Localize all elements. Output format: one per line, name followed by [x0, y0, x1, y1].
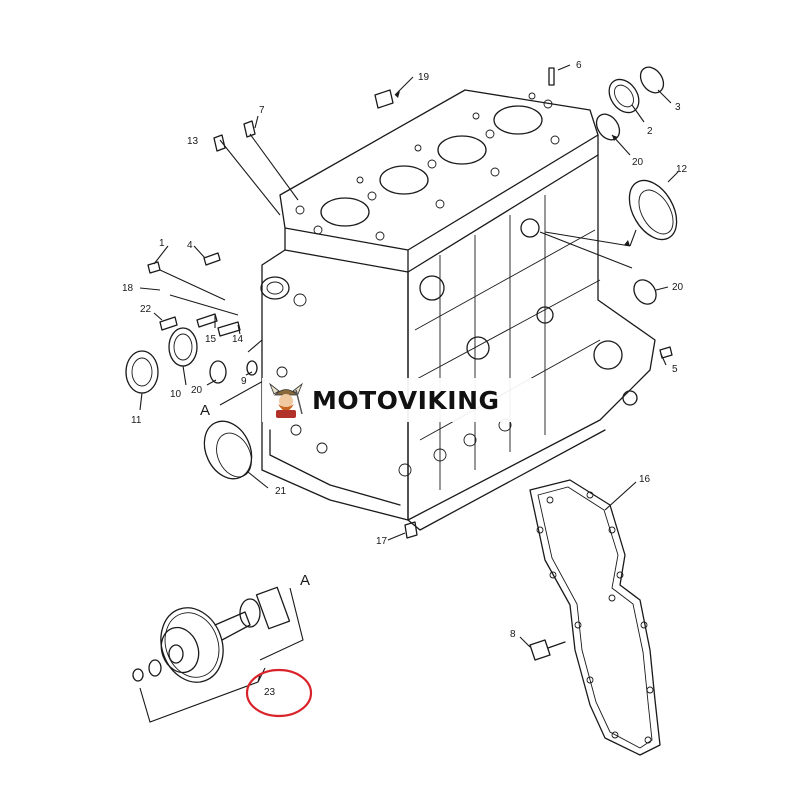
callout-3: 3	[675, 102, 681, 113]
gasket-16	[529, 479, 661, 756]
bushing-20-right	[633, 279, 657, 305]
callout-2: 2	[647, 126, 653, 137]
callout-15: 15	[205, 334, 217, 345]
callout-14: 14	[232, 334, 244, 345]
callout-11: 11	[131, 415, 142, 426]
washer-3	[639, 66, 665, 94]
callout-18: 18	[122, 283, 134, 294]
section-marker-a-upper: A	[200, 402, 210, 419]
brand-watermark: MOTOVIKING	[262, 378, 532, 422]
bushing-20-top	[595, 113, 621, 141]
stud-13	[213, 134, 226, 152]
gear-bolt	[132, 668, 144, 682]
idler-gear-23	[132, 586, 291, 683]
callout-13: 13	[187, 136, 199, 147]
callout-4: 4	[187, 240, 193, 251]
callout-8: 8	[510, 629, 516, 640]
pin-4	[203, 252, 221, 266]
callout-7: 7	[259, 105, 265, 116]
seal-12	[628, 179, 678, 241]
callout-23: 23	[264, 687, 276, 698]
callout-labels: 19 6 3 2 20 13 7 12 20 1 4 18 22 15 14 9…	[122, 60, 688, 698]
callout-19: 19	[418, 72, 430, 83]
stud-7	[243, 120, 256, 138]
callout-20-top: 20	[632, 157, 644, 168]
pin-14	[217, 321, 241, 337]
bearing-10	[168, 327, 198, 367]
bearing-11	[125, 350, 159, 394]
callout-20-right: 20	[672, 282, 684, 293]
section-marker-a-lower: A	[300, 572, 310, 589]
callout-6: 6	[576, 60, 582, 71]
brand-name: MOTOVIKING	[312, 385, 500, 415]
bearing-2	[608, 78, 640, 114]
callout-9: 9	[241, 376, 247, 387]
part-23-highlight-circle	[245, 668, 313, 718]
callout-1: 1	[159, 238, 165, 249]
gear-washer	[148, 659, 162, 677]
plug-19	[374, 89, 394, 109]
callout-20-left: 20	[191, 385, 203, 396]
engine-block	[260, 89, 656, 531]
pin-22	[159, 316, 178, 331]
sleeve-21	[203, 420, 253, 480]
pin-15	[196, 313, 218, 328]
plug-9	[246, 360, 258, 376]
callout-5: 5	[672, 364, 678, 375]
viking-mascot-icon	[269, 382, 303, 418]
callout-22: 22	[140, 304, 152, 315]
callout-10: 10	[170, 389, 182, 400]
plug-17	[404, 521, 418, 539]
callout-21: 21	[275, 486, 287, 497]
dowel-6	[548, 67, 555, 86]
callout-16: 16	[639, 474, 651, 485]
callout-12: 12	[676, 164, 688, 175]
callout-17: 17	[376, 536, 388, 547]
bolt-8	[529, 639, 566, 661]
bushing-20-left	[209, 360, 227, 384]
